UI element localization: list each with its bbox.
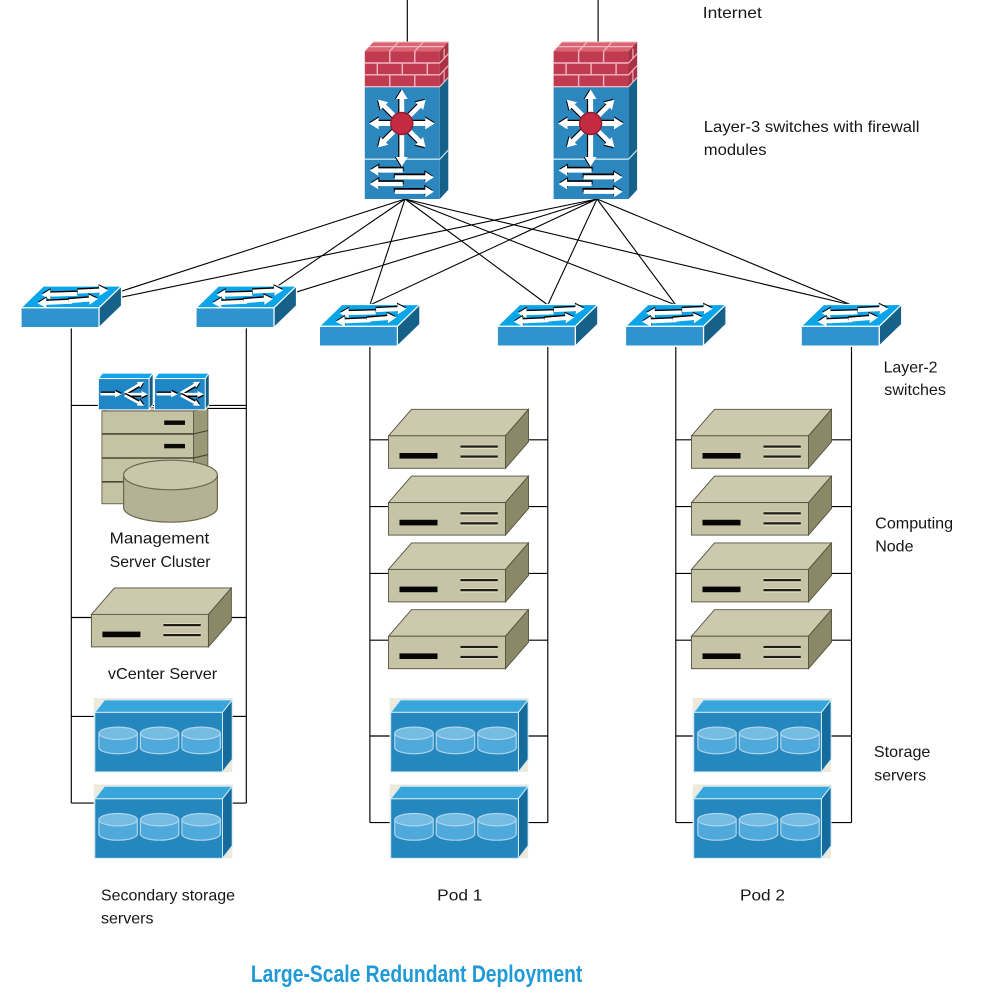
svg-text:Node: Node — [875, 538, 913, 555]
svg-text:Pod 1: Pod 1 — [437, 887, 482, 904]
svg-text:switches: switches — [884, 382, 946, 399]
svg-text:servers: servers — [874, 767, 926, 784]
svg-text:Storage: Storage — [874, 744, 931, 761]
svg-text:servers: servers — [101, 911, 154, 928]
svg-text:modules: modules — [704, 142, 767, 159]
svg-text:Layer-3 switches with firewall: Layer-3 switches with firewall — [704, 119, 920, 136]
svg-text:vCenter Server: vCenter Server — [108, 666, 218, 683]
svg-text:Secondary storage: Secondary storage — [101, 887, 235, 904]
svg-text:Large-Scale Redundant Deployme: Large-Scale Redundant Deployment — [251, 961, 582, 988]
svg-text:Computing: Computing — [875, 515, 953, 532]
svg-text:Layer-2: Layer-2 — [884, 359, 938, 376]
svg-text:Internet: Internet — [703, 5, 763, 22]
svg-text:Server Cluster: Server Cluster — [110, 554, 211, 571]
svg-text:Management: Management — [110, 530, 210, 547]
svg-text:Pod 2: Pod 2 — [740, 887, 785, 904]
